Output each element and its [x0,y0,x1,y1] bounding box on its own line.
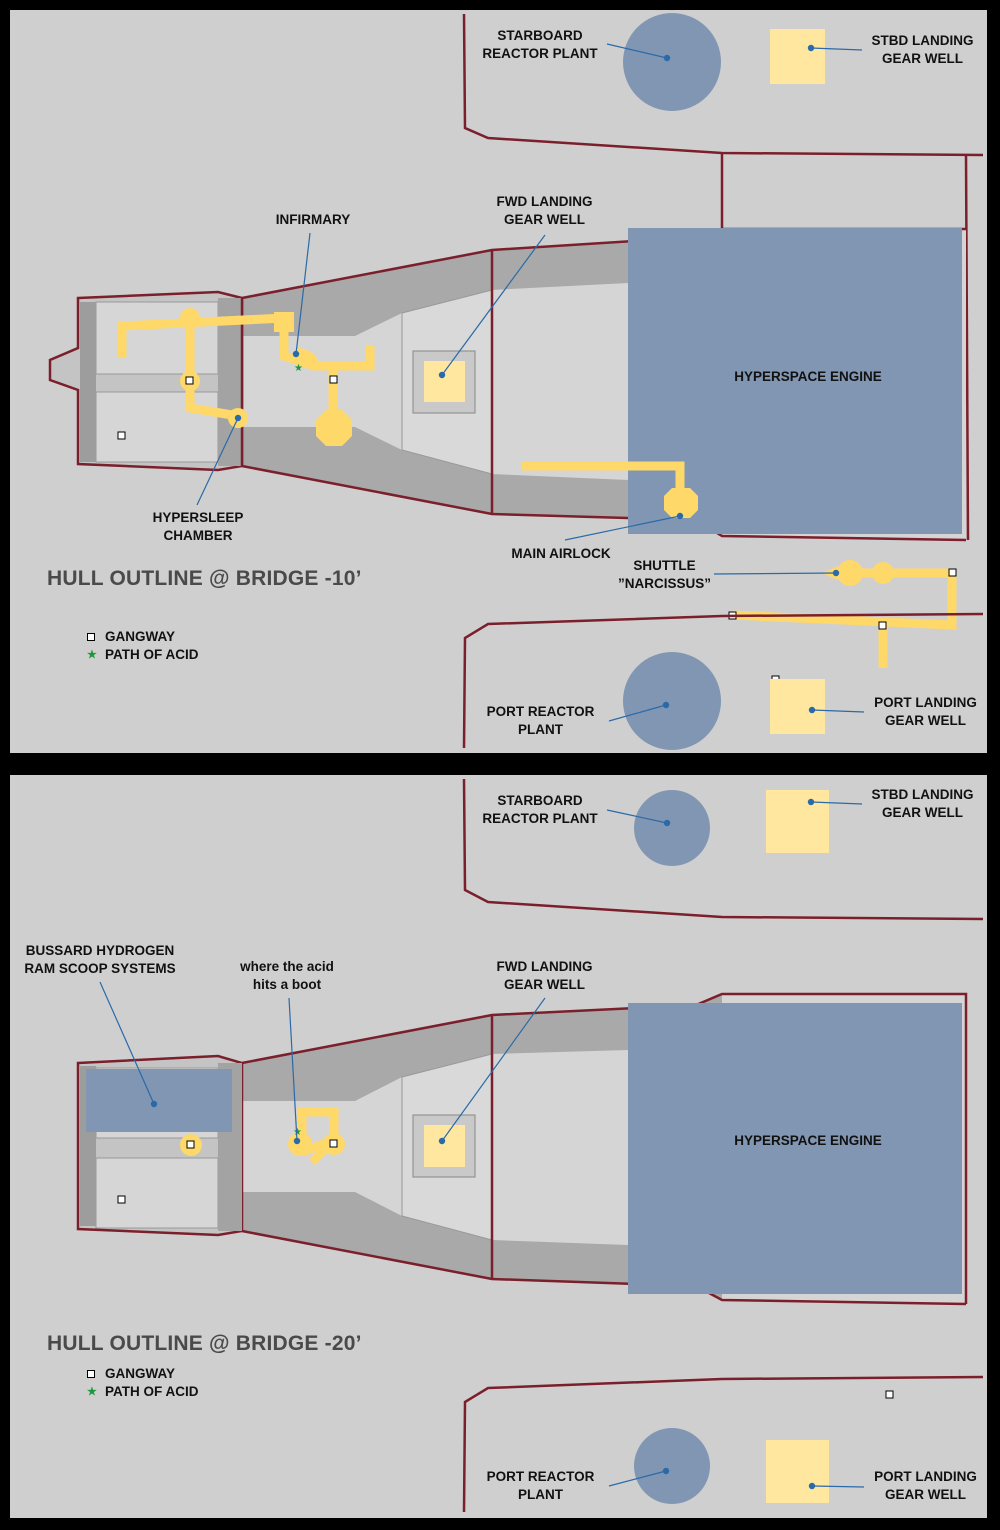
legend-path-of-acid: ★ PATH OF ACID [87,647,199,662]
port-landing-gear-well [766,1440,829,1503]
bridge-room [95,301,219,375]
gangway-icon [885,1390,894,1399]
gangway-icon [329,1139,338,1148]
label-shuttle-narcissus: SHUTTLE ”NARCISSUS” [617,558,711,591]
label-stbd-landing-gear-well: STBD LANDING GEAR WELL [871,787,974,820]
hull-wall-shade [492,1240,722,1300]
bridge-room [95,391,219,463]
fwd-gear-well [424,361,465,402]
legend-gangway-label: GANGWAY [105,1366,176,1381]
legend-gangway: GANGWAY [87,1366,175,1381]
gangway-icon [878,621,887,630]
deck-plan-bridge-minus-10: ★ STARBOARD REACTOR PLANT STBD LANDING G… [10,10,987,753]
infirmary-pod [296,347,319,364]
bussard-ram-scoop [86,1069,232,1132]
starboard-hull-outline [462,778,984,921]
stbd-landing-gear-well [770,29,825,84]
legend-gangway-label: GANGWAY [105,629,176,644]
label-starboard-reactor-plant: STARBOARD REACTOR PLANT [482,793,598,826]
deck-title: HULL OUTLINE @ BRIDGE -10’ [47,567,362,590]
label-fwd-landing-gear-well: FWD LANDING GEAR WELL [496,194,593,227]
leader-lines [196,43,865,722]
gangway-icon [117,431,126,440]
star-icon: ★ [87,648,97,661]
label-main-airlock: MAIN AIRLOCK [511,546,611,561]
deck-plan-bridge-minus-20: ★ STARBOARD REACTOR PLANT STBD LANDING G… [10,775,987,1518]
legend-path-of-acid-label: PATH OF ACID [105,1384,199,1399]
hull-wall-shade [492,474,722,536]
gangway-icon [185,376,194,385]
starboard-hull-outline [462,13,984,157]
gangway-icon [329,375,338,384]
stbd-landing-gear-well [766,790,829,853]
label-fwd-landing-gear-well: FWD LANDING GEAR WELL [496,959,593,992]
deck-plan-drawing: ★ [48,13,984,750]
gangway-icon [948,568,957,577]
deck-plan-drawing: ★ [76,778,984,1513]
hull-outline [241,992,968,1304]
fwd-gear-well [424,1125,465,1167]
label-hypersleep-chamber: HYPERSLEEP CHAMBER [152,510,244,543]
gangway-icon [117,1195,126,1204]
deck-title: HULL OUTLINE @ BRIDGE -20’ [47,1332,362,1355]
port-hull-outline [462,1375,984,1513]
hull-wall-shade [242,427,492,514]
legend-gangway: GANGWAY [87,629,175,644]
label-hyperspace-engine: HYPERSPACE ENGINE [734,369,882,384]
port-reactor-plant [623,652,721,750]
gangway-icon [186,1140,195,1149]
port-landing-gear-well [770,679,825,734]
label-infirmary: INFIRMARY [275,212,351,227]
label-acid-hits-boot: where the acid hits a boot [240,959,334,992]
label-port-landing-gear-well: PORT LANDING GEAR WELL [874,695,977,728]
gangway-icon [87,1369,95,1378]
path-of-acid-star-icon: ★ [293,1127,302,1138]
corridor-nodes [180,308,894,586]
engine-housing-outline [964,154,970,541]
port-hull-outline [462,612,984,749]
label-bussard-ram-scoop: BUSSARD HYDROGEN RAM SCOOP SYSTEMS [24,943,176,976]
label-port-reactor-plant: PORT REACTOR PLANT [486,704,595,737]
label-hyperspace-engine: HYPERSPACE ENGINE [734,1133,882,1148]
hull-wall-shade [242,250,492,336]
gangway-icon [87,632,95,641]
label-port-reactor-plant: PORT REACTOR PLANT [486,1469,595,1502]
label-port-landing-gear-well: PORT LANDING GEAR WELL [874,1469,977,1502]
hyperspace-engine [628,1003,962,1294]
label-starboard-reactor-plant: STARBOARD REACTOR PLANT [482,28,598,61]
star-icon: ★ [87,1385,97,1398]
bridge-wall [218,298,242,466]
port-reactor-plant [634,1428,710,1504]
hull-wall-shade [242,1015,492,1101]
starboard-reactor-plant [634,790,710,866]
bridge-room [95,1157,219,1229]
starboard-reactor-plant [623,13,721,111]
path-of-acid-star-icon: ★ [294,363,303,374]
leader-lines [99,798,865,1490]
bridge-wall [80,302,96,462]
hull-wall-shade [242,1192,492,1279]
legend-path-of-acid-label: PATH OF ACID [105,647,199,662]
legend-path-of-acid: ★ PATH OF ACID [87,1384,199,1399]
label-stbd-landing-gear-well: STBD LANDING GEAR WELL [871,33,974,66]
